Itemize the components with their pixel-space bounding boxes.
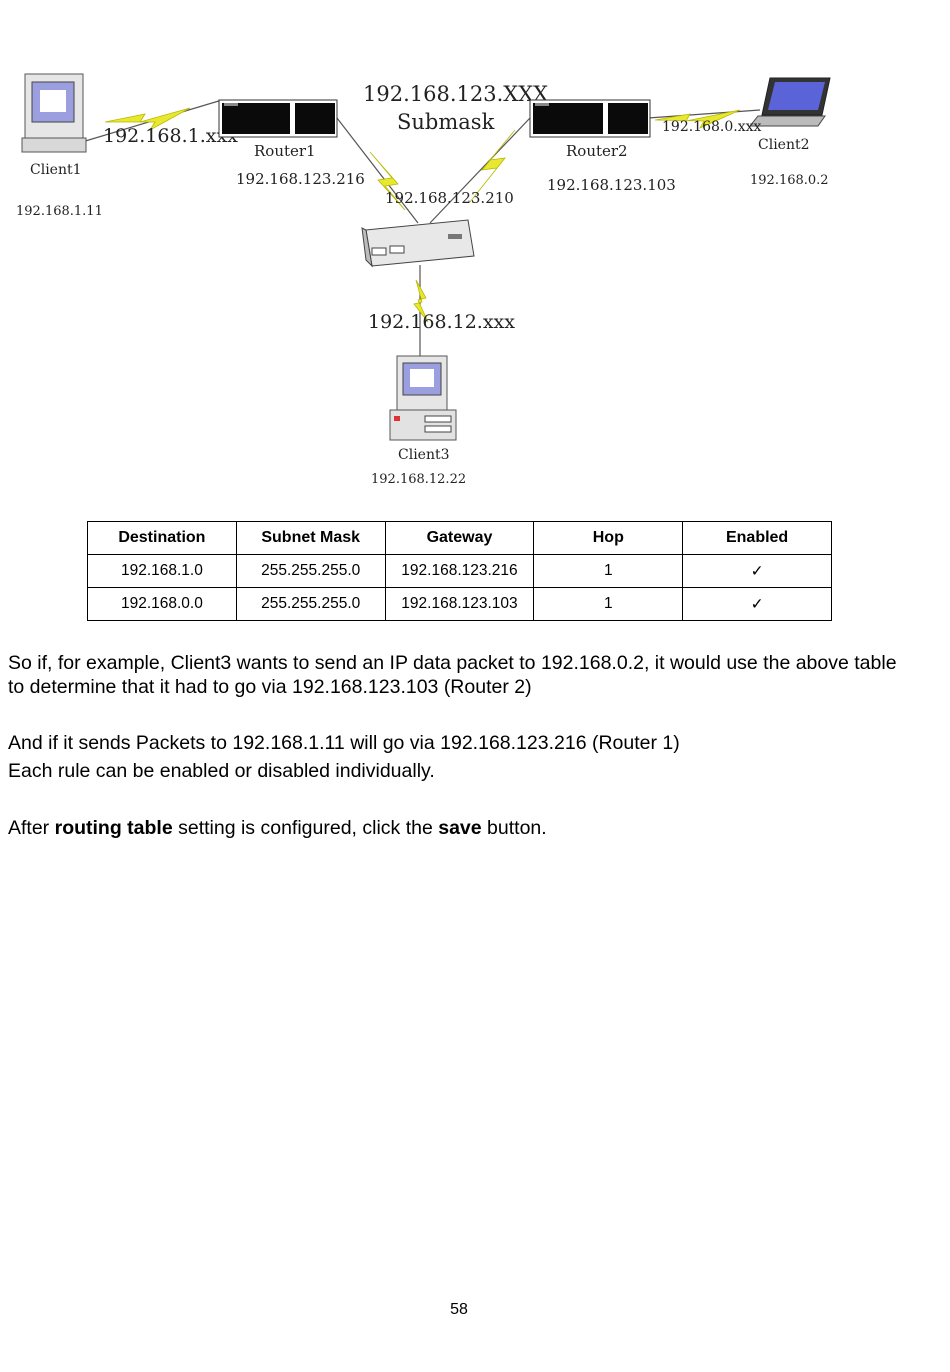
header-hop: Hop <box>534 522 683 555</box>
center-router-icon <box>362 220 474 266</box>
cell-hop: 1 <box>534 588 683 621</box>
router1-name: Router1 <box>254 142 316 160</box>
client2-laptop-icon <box>750 78 830 126</box>
enabled-check-icon: ✓ <box>683 555 832 588</box>
network-diagram: 192.168.1.xxx Client1 192.168.1.11 Route… <box>0 60 950 500</box>
client3-link-label: 192.168.12.xxx <box>368 311 515 333</box>
header-subnet-mask: Subnet Mask <box>236 522 385 555</box>
table-row: 192.168.1.0 255.255.255.0 192.168.123.21… <box>88 555 832 588</box>
text-span: setting is configured, click the <box>173 817 439 839</box>
text-span: button. <box>482 817 547 839</box>
cell-subnet-mask: 255.255.255.0 <box>236 555 385 588</box>
cell-subnet-mask: 255.255.255.0 <box>236 588 385 621</box>
client1-ip: 192.168.1.11 <box>16 204 103 219</box>
client1-link-label: 192.168.1.xxx <box>103 125 238 147</box>
table-header-row: Destination Subnet Mask Gateway Hop Enab… <box>88 522 832 555</box>
header-destination: Destination <box>88 522 237 555</box>
client2-link-label: 192.168.0.xxx <box>662 119 761 135</box>
cell-gateway: 192.168.123.103 <box>385 588 534 621</box>
page-number: 58 <box>0 1301 918 1319</box>
cell-hop: 1 <box>534 555 683 588</box>
paragraph-rules: Each rule can be enabled or disabled ind… <box>8 759 908 783</box>
router2-ip: 192.168.123.103 <box>547 176 676 194</box>
enabled-check-icon: ✓ <box>683 588 832 621</box>
save-term: save <box>438 817 481 839</box>
header-gateway: Gateway <box>385 522 534 555</box>
client1-computer-icon <box>22 74 86 152</box>
client2-name: Client2 <box>758 137 810 153</box>
table-row: 192.168.0.0 255.255.255.0 192.168.123.10… <box>88 588 832 621</box>
header-enabled: Enabled <box>683 522 832 555</box>
router2-name: Router2 <box>566 142 628 160</box>
cell-destination: 192.168.0.0 <box>88 588 237 621</box>
client3-ip: 192.168.12.22 <box>371 472 466 487</box>
router2-icon <box>530 100 650 137</box>
subnet-sublabel: Submask <box>397 110 495 134</box>
router1-ip: 192.168.123.216 <box>236 170 365 188</box>
text-span: After <box>8 817 55 839</box>
center-router-ip: 192.168.123.210 <box>385 189 514 207</box>
paragraph-save-instruction: After routing table setting is configure… <box>8 816 908 840</box>
client2-ip: 192.168.0.2 <box>750 173 829 188</box>
routing-table: Destination Subnet Mask Gateway Hop Enab… <box>87 521 832 621</box>
paragraph-example: So if, for example, Client3 wants to sen… <box>8 651 908 699</box>
paragraph-router1: And if it sends Packets to 192.168.1.11 … <box>8 731 908 755</box>
routing-table-term: routing table <box>55 817 173 839</box>
client3-computer-icon <box>390 356 456 440</box>
cell-destination: 192.168.1.0 <box>88 555 237 588</box>
client1-name: Client1 <box>30 162 82 178</box>
cell-gateway: 192.168.123.216 <box>385 555 534 588</box>
client3-name: Client3 <box>398 447 450 463</box>
subnet-label: 192.168.123.XXX <box>363 82 548 106</box>
router1-icon <box>219 100 337 137</box>
